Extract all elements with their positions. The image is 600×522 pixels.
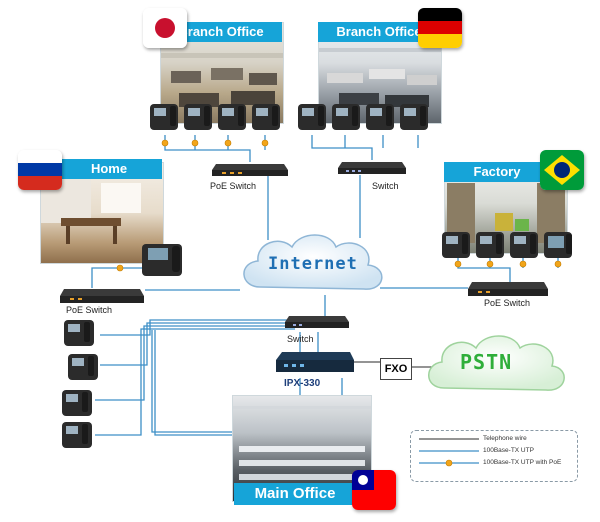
switch-center <box>285 316 349 328</box>
poe-switch-top-label: PoE Switch <box>210 181 257 191</box>
russia-flag-icon <box>18 150 62 190</box>
fxo-label: FXO <box>384 363 408 375</box>
legend-utp: 100Base-TX UTP <box>483 447 534 454</box>
pstn-label: PSTN <box>460 350 513 374</box>
ip-phone-home <box>142 244 182 276</box>
poe-switch-right-label: PoE Switch <box>484 298 531 308</box>
poe-switch-left <box>60 289 144 303</box>
ip-phones-branch-japan <box>150 104 280 130</box>
ipx-pbx-label: IPX-330 <box>284 378 321 389</box>
main-office-interior-image <box>233 406 371 480</box>
home-title: Home <box>56 159 162 179</box>
factory-title: Factory <box>444 162 550 182</box>
legend: Telephone wire 100Base-TX UTP 100Base-TX… <box>410 430 578 482</box>
switch-top <box>338 162 406 174</box>
switch-top-label: Switch <box>372 181 399 191</box>
legend-lines <box>419 438 479 467</box>
pstn-cloud <box>428 335 565 391</box>
ip-phones-main-office <box>62 320 98 448</box>
ip-phones-branch-germany <box>298 104 428 130</box>
poe-switch-top <box>212 164 288 176</box>
germany-flag-icon <box>418 8 462 48</box>
poe-switch-left-label: PoE Switch <box>66 305 113 315</box>
switch-center-label: Switch <box>287 334 314 344</box>
internet-cloud <box>243 234 383 290</box>
japan-flag-icon <box>143 8 187 48</box>
branch-office-japan-title: Branch Office <box>160 22 282 42</box>
ip-phones-factory <box>442 232 572 258</box>
ipx-pbx-device <box>276 352 354 372</box>
legend-telephone-wire: Telephone wire <box>483 435 527 442</box>
internet-label: Internet <box>268 254 358 274</box>
branch-office-germany-title: Branch Office <box>318 22 440 42</box>
main-office-title: Main Office <box>234 483 356 505</box>
fxo-port: FXO <box>380 358 412 380</box>
legend-utp-poe: 100Base-TX UTP with PoE <box>483 459 562 466</box>
taiwan-flag-icon <box>352 470 396 510</box>
poe-switch-right <box>468 282 548 296</box>
brazil-flag-icon <box>540 150 584 190</box>
office-interior-image <box>161 53 283 107</box>
